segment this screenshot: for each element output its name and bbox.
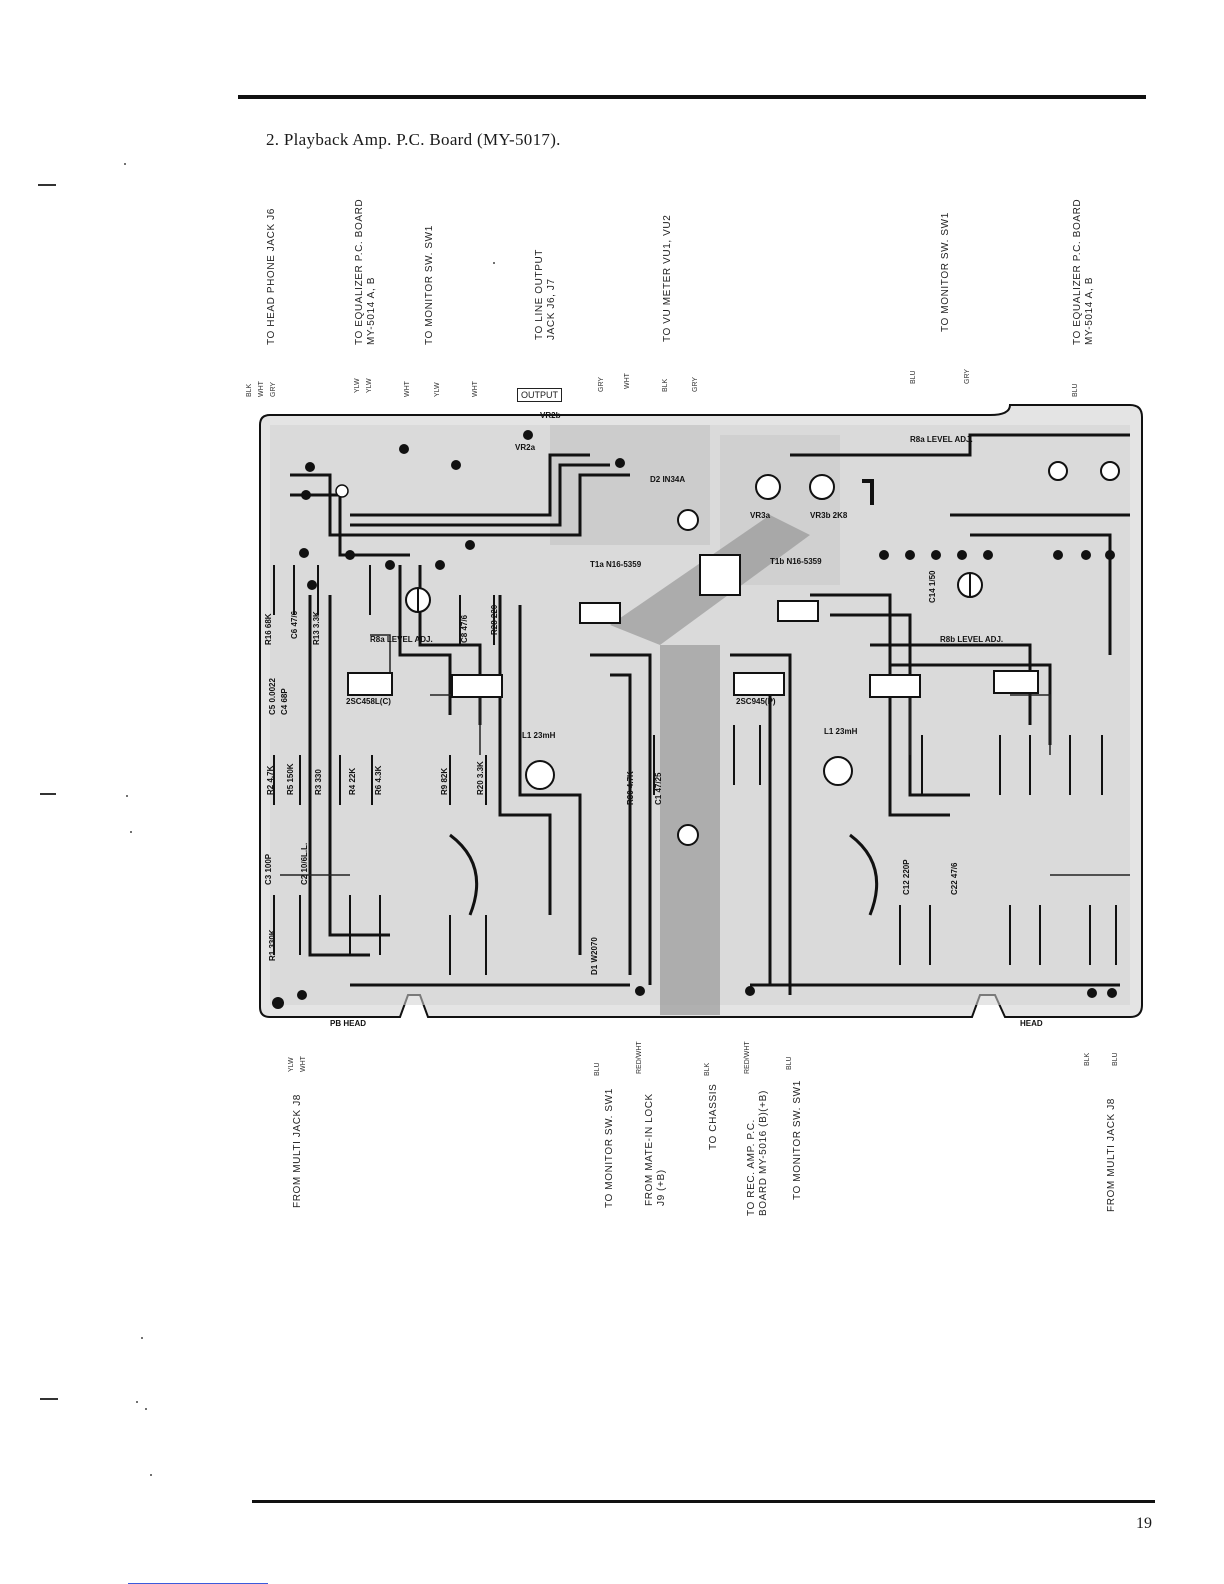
bottom-rule xyxy=(252,1500,1155,1503)
wire-tag: BLU xyxy=(786,1056,793,1070)
component-label: C8 47/6 xyxy=(460,614,469,643)
adjust-label: R8a LEVEL ADJ. xyxy=(370,635,433,644)
top-connection-label: TO MONITOR SW. SW1 xyxy=(424,225,435,345)
wire-tag: GRY xyxy=(964,368,971,384)
component-label: C1 47/25 xyxy=(654,772,663,805)
component-label: R9 82K xyxy=(440,767,449,795)
wire-tag: GRY xyxy=(692,376,699,392)
component-label: T1b N16-5359 xyxy=(770,557,822,566)
component-label: R2 4.7K xyxy=(266,765,275,795)
speck xyxy=(136,1401,138,1403)
top-connection-label: TO LINE OUTPUT JACK J6, J7 xyxy=(534,248,557,340)
wire-tag: YLW xyxy=(354,378,361,393)
wire-tag: BLK xyxy=(1084,1052,1091,1066)
component-label: C22 47/6 xyxy=(950,862,959,895)
wire-tag: BLK xyxy=(662,378,669,392)
speck xyxy=(145,1408,147,1410)
bottom-connection-label: TO CHASSIS xyxy=(708,1083,719,1150)
component-label: R5 150K xyxy=(286,763,295,795)
top-connection-label: TO VU METER VU1, VU2 xyxy=(662,214,673,342)
component-label: R1 330K xyxy=(268,929,277,961)
wire-tag: RED/WHT xyxy=(744,1041,751,1074)
adjust-label: VR3a xyxy=(750,511,771,520)
component-label: C5 0.0022 xyxy=(268,678,277,715)
component-label: R16 68K xyxy=(264,613,273,645)
page-number: 19 xyxy=(1136,1515,1152,1532)
component-label: C12 220P xyxy=(902,859,911,895)
component-label: 2SC458L(C) xyxy=(346,697,391,706)
head-label-b: HEAD xyxy=(1020,1019,1043,1028)
wire-tag: YLW xyxy=(366,378,373,393)
component-label: D1 W2070 xyxy=(590,937,599,975)
component-label: R20 3.3K xyxy=(476,761,485,795)
component-label: 2SC945(P) xyxy=(736,697,776,706)
component-label: C4 68P xyxy=(280,688,289,715)
bottom-connection-label: TO MONITOR SW. SW1 xyxy=(604,1088,615,1208)
component-label: L1 23mH xyxy=(522,731,556,740)
page-title: 2. Playback Amp. P.C. Board (MY-5017). xyxy=(266,130,561,149)
pcb-artwork xyxy=(259,404,1143,1018)
wire-tag: RED/WHT xyxy=(636,1041,643,1074)
component-label: R3 330 xyxy=(314,769,323,795)
component-label: VR2b xyxy=(540,411,561,420)
component-label: R30 4.7K xyxy=(626,771,635,805)
margin-mark xyxy=(40,1398,58,1400)
margin-mark xyxy=(40,793,56,795)
wire-tag: BLK xyxy=(704,1062,711,1076)
wire-tag: YLW xyxy=(288,1057,295,1072)
speck xyxy=(130,831,132,833)
output-label: OUTPUT xyxy=(517,388,562,402)
speck xyxy=(141,1337,143,1339)
component-label: R4 22K xyxy=(348,767,357,795)
top-connection-label: TO EQUALIZER P.C. BOARD MY-5014 A, B xyxy=(1072,198,1095,345)
speck xyxy=(124,163,126,165)
bottom-connection-label: FROM MATE-IN LOCK J9 (+B) xyxy=(644,1093,667,1206)
component-label: D2 IN34A xyxy=(650,475,686,484)
component-label: C14 1/50 xyxy=(928,570,937,603)
component-label: T1a N16-5359 xyxy=(590,560,642,569)
component-label: R6 4.3K xyxy=(374,765,383,795)
component-label: VR2a xyxy=(515,443,536,452)
component-label: R28 220 xyxy=(490,604,499,635)
speck xyxy=(493,262,495,264)
wire-tag: WHT xyxy=(624,373,631,389)
top-connection-label: TO MONITOR SW. SW1 xyxy=(940,212,951,332)
speck xyxy=(126,795,128,797)
bottom-connection-label: TO MONITOR SW. SW1 xyxy=(792,1080,803,1200)
top-rule xyxy=(238,95,1146,99)
bottom-connection-label: FROM MULTI JACK J8 xyxy=(292,1094,303,1208)
top-connection-label: TO EQUALIZER P.C. BOARD MY-5014 A, B xyxy=(354,198,377,345)
bottom-connection-label: TO REC. AMP. P.C. BOARD MY-5016 (B)(+B) xyxy=(746,1090,769,1216)
wire-tag: GRY xyxy=(598,376,605,392)
head-label-a: PB HEAD xyxy=(330,1019,367,1028)
component-label: L1 23mH xyxy=(824,727,858,736)
top-connection-label: TO HEAD PHONE JACK J6 xyxy=(266,208,277,345)
wire-tag: BLU xyxy=(910,370,917,384)
bottom-connection-label: FROM MULTI JACK J8 xyxy=(1106,1098,1117,1212)
component-label: C6 47/6 xyxy=(290,610,299,639)
pcb-board: VR2a VR2b D1 W2070 D2 IN34A T1a N16-5359… xyxy=(250,395,1150,1035)
component-label: C3 100P xyxy=(264,853,273,885)
margin-mark xyxy=(38,184,56,186)
wire-tag: WHT xyxy=(300,1056,307,1072)
speck xyxy=(150,1474,152,1476)
adjust-label: R8a LEVEL ADJ. xyxy=(910,435,973,444)
component-label: C2 10/6L.L. xyxy=(300,842,309,885)
component-label: R13 3.3K xyxy=(312,611,321,645)
wire-tag: BLU xyxy=(1112,1052,1119,1066)
adjust-label: R8b LEVEL ADJ. xyxy=(940,635,1004,644)
wire-tag: BLU xyxy=(594,1062,601,1076)
adjust-label: VR3b 2K8 xyxy=(810,511,848,520)
